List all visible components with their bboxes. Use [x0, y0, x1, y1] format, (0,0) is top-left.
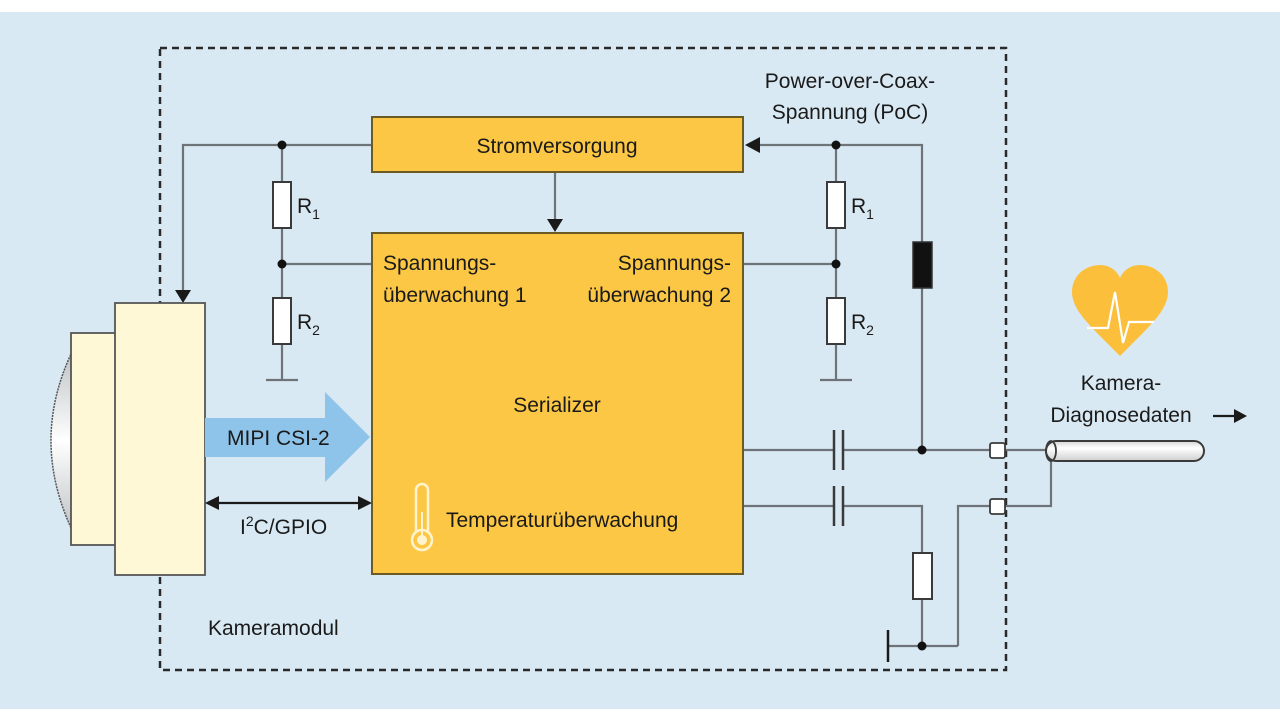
resistor-left-r2	[272, 297, 292, 345]
camera-lens-icon	[50, 332, 117, 546]
poc-label-line1: Power-over-Coax-	[765, 70, 935, 93]
diagnostics-arrowhead	[1234, 409, 1247, 423]
camera-module-label: Kameramodul	[208, 617, 339, 640]
camera-body[interactable]	[114, 302, 206, 576]
poc-label-line2: Spannung (PoC)	[772, 101, 928, 124]
thermometer-icon	[410, 482, 434, 552]
i2c-arrowhead-left	[205, 496, 219, 510]
connector-1[interactable]	[989, 442, 1006, 459]
heartbeat-icon	[1072, 265, 1168, 356]
camera-module-boundary	[158, 46, 1008, 672]
resistor-right-r2-label: R2	[851, 311, 874, 338]
power-supply-block[interactable]	[371, 116, 744, 173]
resistor-right-r2	[826, 297, 846, 345]
arrow-into-serializer	[547, 219, 563, 232]
temperature-monitor-label: Temperaturüberwachung	[446, 509, 678, 532]
resistor-left-r1-label: R1	[297, 195, 320, 222]
inductor	[912, 241, 933, 289]
arrow-into-camera	[175, 290, 191, 303]
i2c-arrowhead-right	[358, 496, 372, 510]
voltage-monitor-1-line2: überwachung 1	[383, 284, 527, 307]
junction-dots	[277, 140, 927, 651]
resistor-left-r2-label: R2	[297, 311, 320, 338]
mipi-label: MIPI CSI-2	[227, 427, 330, 450]
power-supply-label: Stromversorgung	[476, 135, 637, 158]
wire-poc-line	[752, 143, 924, 450]
diagnostics-label-line1: Kamera-	[1081, 372, 1162, 395]
voltage-monitor-1-line1: Spannungs-	[383, 252, 496, 275]
termination-resistor	[912, 552, 933, 600]
wire-power-to-camera	[181, 143, 372, 290]
coax-cable-icon	[1045, 440, 1205, 462]
voltage-monitor-2-line2: überwachung 2	[587, 284, 731, 307]
voltage-monitor-2-line1: Spannungs-	[618, 252, 731, 275]
diagnostics-label-line2: Diagnosedaten	[1050, 404, 1191, 427]
i2c-gpio-label: I2C/GPIO	[240, 513, 327, 539]
connector-2[interactable]	[989, 498, 1006, 515]
resistor-right-r1-label: R1	[851, 195, 874, 222]
serializer-label: Serializer	[513, 394, 601, 417]
resistor-left-r1	[272, 181, 292, 229]
arrow-into-supply	[745, 137, 760, 153]
resistor-right-r1	[826, 181, 846, 229]
mipi-csi2-arrow	[205, 392, 370, 482]
capacitors	[832, 430, 845, 526]
serializer-block[interactable]	[371, 232, 744, 575]
